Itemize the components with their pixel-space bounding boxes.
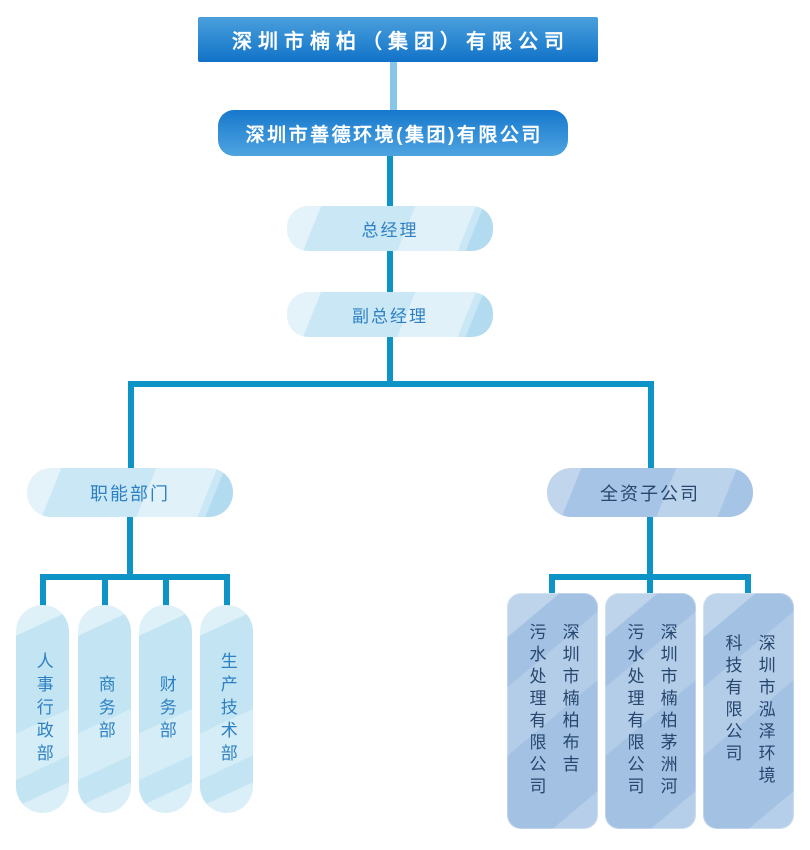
functional-stem-line bbox=[127, 517, 133, 577]
parent-company-node: 深圳市善德环境(集团)有限公司 bbox=[218, 110, 568, 156]
deputy-general-manager-node: 副总经理 bbox=[287, 292, 493, 337]
company-stub-line-2 bbox=[647, 574, 653, 596]
dept-stub-line-2 bbox=[102, 574, 108, 607]
functional-horizontal-line bbox=[40, 574, 230, 580]
dept-label-hr-admin: 人事行政部 bbox=[33, 651, 53, 767]
dept-node-hr-admin: 人事行政部 bbox=[16, 605, 69, 813]
subsidiary-node-hongze-env-tech: 深圳市泓泽环境 科技有限公司 bbox=[703, 593, 794, 829]
dept-stub-line-4 bbox=[224, 574, 230, 607]
company-stub-line-1 bbox=[549, 574, 555, 596]
branch-right-drop-line bbox=[648, 381, 654, 468]
dept-label-production-tech: 生产技术部 bbox=[217, 651, 237, 767]
subsidiary-label-nanbai-maozhouhe: 深圳市楠柏茅洲河 污水处理有限公司 bbox=[624, 623, 677, 799]
connector-gm-dgm bbox=[387, 251, 393, 292]
functional-departments-node: 职能部门 bbox=[27, 468, 233, 517]
subsidiary-node-nanbai-buji: 深圳市楠柏布吉 污水处理有限公司 bbox=[507, 593, 598, 829]
subsidiaries-stem-line bbox=[647, 517, 653, 577]
subsidiaries-node: 全资子公司 bbox=[547, 468, 753, 517]
dept-label-finance: 财务部 bbox=[156, 674, 176, 744]
subsidiary-node-nanbai-maozhouhe: 深圳市楠柏茅洲河 污水处理有限公司 bbox=[605, 593, 696, 829]
dept-node-business: 商务部 bbox=[78, 605, 131, 813]
connector-parent-gm bbox=[387, 156, 393, 206]
root-company-node: 深圳市楠柏（集团）有限公司 bbox=[198, 17, 598, 62]
connector-dgm-branch bbox=[387, 337, 393, 385]
dept-label-business: 商务部 bbox=[95, 674, 115, 744]
dept-stub-line-3 bbox=[163, 574, 169, 607]
company-stub-line-3 bbox=[745, 574, 751, 596]
subsidiary-label-hongze-env-tech: 深圳市泓泽环境 科技有限公司 bbox=[722, 634, 775, 788]
dept-node-finance: 财务部 bbox=[139, 605, 192, 813]
branch-horizontal-line bbox=[128, 381, 654, 387]
dept-stub-line-1 bbox=[40, 574, 46, 607]
dept-node-production-tech: 生产技术部 bbox=[200, 605, 253, 813]
connector-root-parent bbox=[390, 62, 397, 110]
general-manager-node: 总经理 bbox=[287, 206, 493, 251]
branch-left-drop-line bbox=[128, 381, 134, 468]
subsidiary-label-nanbai-buji: 深圳市楠柏布吉 污水处理有限公司 bbox=[526, 623, 579, 799]
